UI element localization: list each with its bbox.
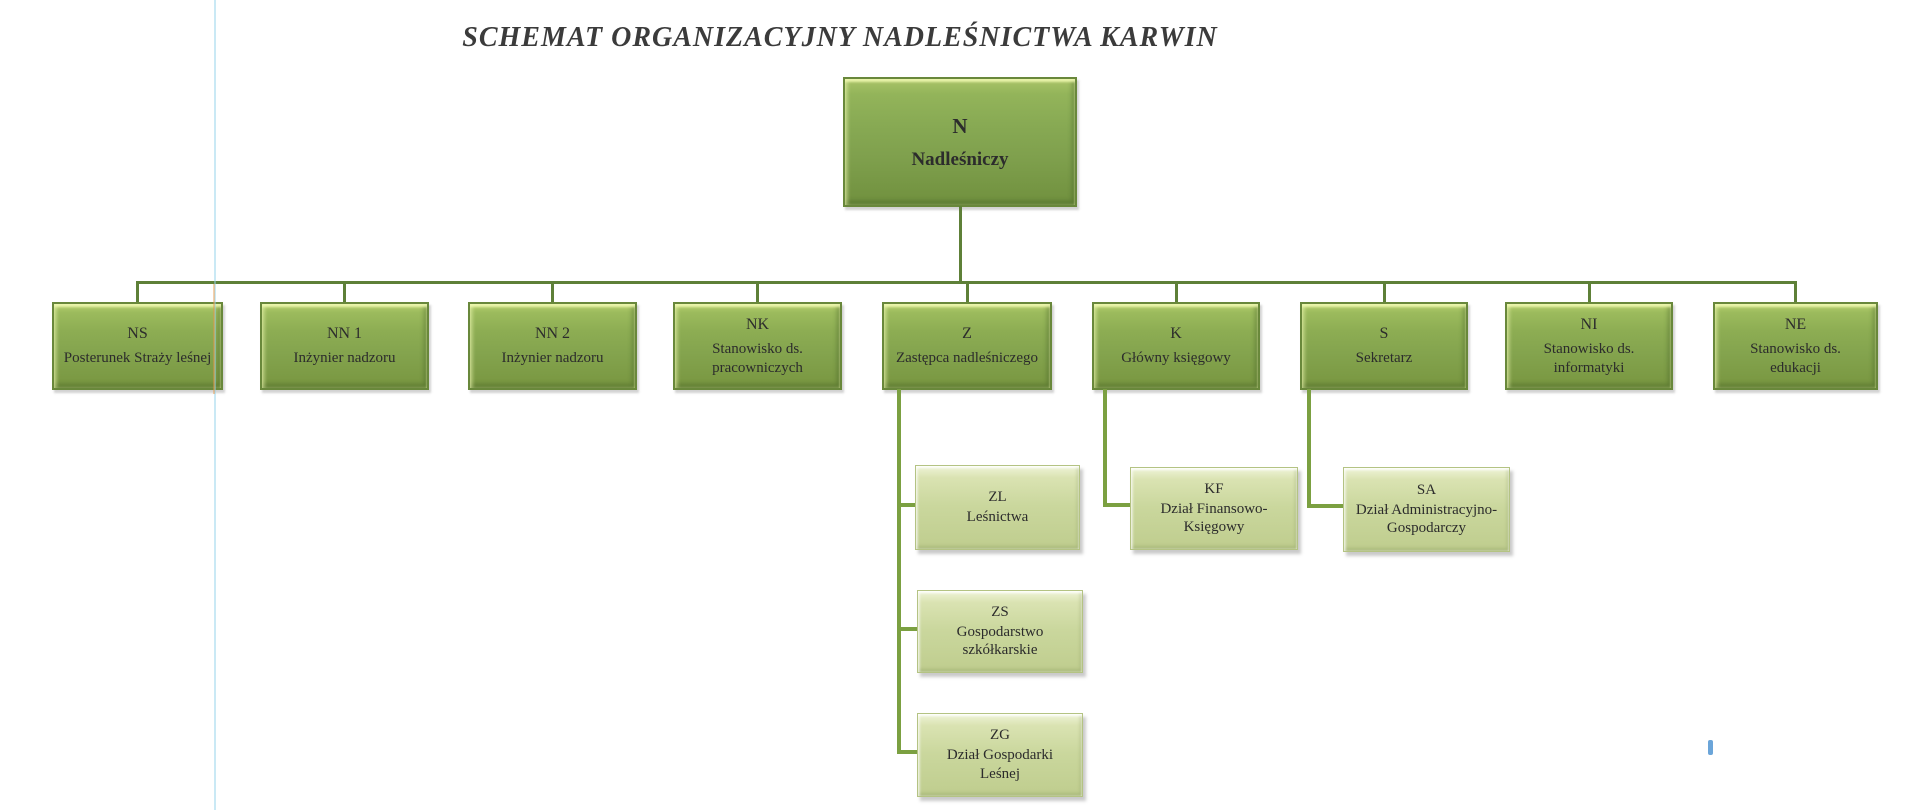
- connector-stub-ni: [1588, 281, 1591, 303]
- node-code: ZG: [990, 727, 1010, 744]
- connector-k-stem: [1103, 389, 1107, 507]
- connector-stub-k: [1175, 281, 1178, 303]
- node-ne: NE Stanowisko ds. edukacji: [1713, 302, 1878, 390]
- node-code: S: [1379, 325, 1389, 343]
- scan-artifact-orange-segment: [213, 284, 215, 394]
- node-code: ZS: [991, 603, 1009, 620]
- node-code: NS: [127, 325, 148, 343]
- node-zs: ZS Gospodarstwo szkółkarskie: [917, 590, 1083, 673]
- connector-stub-z: [966, 281, 969, 303]
- connector-s-stem: [1307, 389, 1311, 508]
- node-name: Dział Administracyjno-Gospodarczy: [1355, 501, 1498, 537]
- node-k: K Główny księgowy: [1092, 302, 1260, 390]
- connector-stub-nn1: [343, 281, 346, 303]
- node-zl: ZL Leśnictwa: [915, 465, 1080, 550]
- node-nn1: NN 1 Inżynier nadzoru: [260, 302, 429, 390]
- page-title: SCHEMAT ORGANIZACYJNY NADLEŚNICTWA KARWI…: [462, 22, 1218, 53]
- node-nn2: NN 2 Inżynier nadzoru: [468, 302, 637, 390]
- node-z: Z Zastępca nadleśniczego: [882, 302, 1052, 390]
- node-name: Główny księgowy: [1121, 350, 1231, 367]
- node-nk: NK Stanowisko ds. pracowniczych: [673, 302, 842, 390]
- connector-z-stem: [897, 389, 901, 754]
- node-code: NK: [745, 315, 770, 333]
- node-sa: SA Dział Administracyjno-Gospodarczy: [1343, 467, 1510, 552]
- node-code: NE: [1784, 315, 1807, 333]
- connector-z-elbow-zg: [897, 750, 919, 754]
- node-zg: ZG Dział Gospodarki Leśnej: [917, 713, 1083, 797]
- connector-stub-nk: [756, 281, 759, 303]
- node-name: Nadleśniczy: [911, 148, 1009, 170]
- node-ns: NS Posterunek Straży leśnej: [52, 302, 223, 390]
- connector-s-elbow-sa: [1307, 504, 1345, 508]
- node-name: Stanowisko ds. informatyki: [1543, 340, 1635, 376]
- node-code: Z: [962, 325, 972, 343]
- node-code: N: [952, 113, 968, 138]
- connector-stub-s: [1383, 281, 1386, 303]
- node-code: K: [1170, 325, 1182, 343]
- connector-z-elbow-zl: [897, 503, 917, 507]
- scan-artifact-blue-dash: [1708, 740, 1713, 755]
- node-n: N Nadleśniczy: [843, 77, 1077, 207]
- connector-stub-ns: [136, 281, 139, 303]
- node-name: Inżynier nadzoru: [293, 350, 396, 367]
- node-name: Stanowisko ds. pracowniczych: [712, 340, 803, 376]
- node-name: Dział Finansowo-Księgowy: [1160, 500, 1268, 536]
- node-code: ZL: [988, 489, 1007, 506]
- connector-stub-nn2: [551, 281, 554, 303]
- node-code: NN 1: [326, 325, 363, 343]
- connector-z-elbow-zs: [897, 627, 919, 631]
- node-code: KF: [1204, 480, 1224, 497]
- node-name: Zastępca nadleśniczego: [895, 350, 1038, 367]
- connector-k-elbow-kf: [1103, 503, 1132, 507]
- node-code: NN 2: [534, 325, 571, 343]
- connector-stub-ne: [1794, 281, 1797, 303]
- node-code: SA: [1416, 481, 1437, 498]
- node-name: Stanowisko ds. edukacji: [1750, 340, 1841, 376]
- node-name: Leśnictwa: [966, 509, 1029, 525]
- node-name: Inżynier nadzoru: [501, 350, 604, 367]
- node-kf: KF Dział Finansowo-Księgowy: [1130, 467, 1298, 550]
- scan-artifact-vertical-line: [214, 0, 216, 810]
- node-name: Posterunek Straży leśnej: [63, 350, 212, 367]
- node-code: NI: [1580, 315, 1598, 333]
- node-name: Dział Gospodarki Leśnej: [946, 747, 1054, 782]
- node-name: Sekretarz: [1355, 350, 1413, 367]
- node-name: Gospodarstwo szkółkarskie: [956, 623, 1044, 659]
- node-s: S Sekretarz: [1300, 302, 1468, 390]
- node-ni: NI Stanowisko ds. informatyki: [1505, 302, 1673, 390]
- connector-root-stem: [959, 206, 962, 283]
